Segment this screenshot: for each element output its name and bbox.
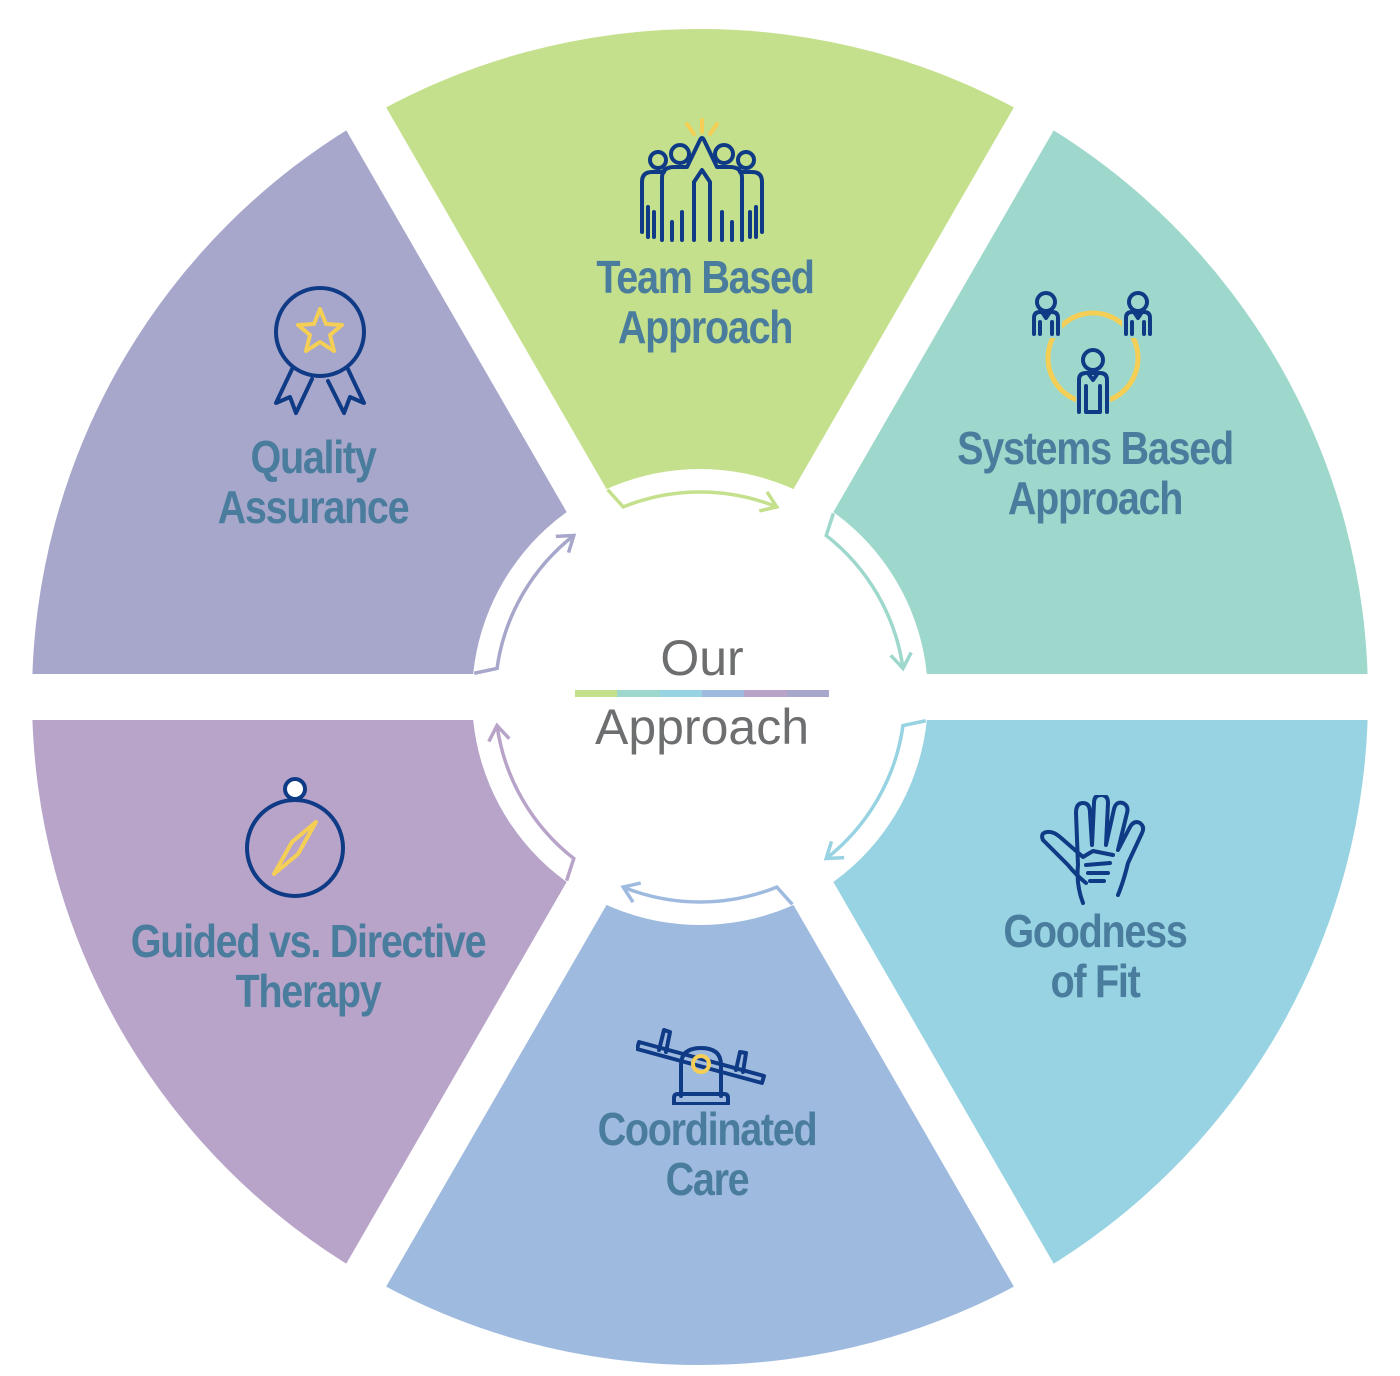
high-five-team-icon xyxy=(640,118,764,242)
helping-hands-icon xyxy=(1040,795,1146,905)
cycle-arrows xyxy=(473,488,927,906)
award-ribbon-icon xyxy=(274,286,366,415)
segment-label-coordinated-care: Coordinated Care xyxy=(597,1103,818,1205)
divider-color-block xyxy=(701,690,745,697)
divider-color-block xyxy=(659,690,702,697)
cycle-arrow-systems-based-approach xyxy=(824,512,913,672)
center-hub xyxy=(472,469,928,925)
cycle-arrow-coordinated-care xyxy=(620,881,794,906)
segment-label-team-based-approach: Team Based Approach xyxy=(596,251,815,353)
segment-label-goodness-of-fit: Goodness of Fit xyxy=(1003,905,1187,1007)
people-network-icon xyxy=(1030,288,1154,416)
cycle-arrow-guided-vs-directive-therapy xyxy=(487,722,576,882)
divider-color-block xyxy=(744,690,787,697)
center-title-line1: Our xyxy=(660,630,744,686)
compass-icon xyxy=(245,777,345,898)
center-title: Our Approach xyxy=(560,628,844,757)
cycle-arrow-goodness-of-fit xyxy=(823,719,927,861)
divider-color-block xyxy=(575,690,618,697)
segment-label-quality-assurance: Quality Assurance xyxy=(217,431,410,533)
segment-team-based-approach xyxy=(366,28,1034,697)
divider-color-block xyxy=(786,690,829,697)
segment-label-systems-based-approach: Systems Based Approach xyxy=(957,422,1234,524)
cycle-arrow-quality-assurance xyxy=(473,533,577,675)
center-title-divider xyxy=(575,690,829,697)
cycle-arrow-team-based-approach xyxy=(606,488,780,513)
seesaw-balance-icon xyxy=(636,1028,766,1105)
segment-label-guided-vs-directive-therapy: Guided vs. Directive Therapy xyxy=(130,915,487,1017)
center-title-line2: Approach xyxy=(594,699,810,755)
divider-color-block xyxy=(617,690,660,697)
segment-coordinated-care xyxy=(366,697,1034,1366)
